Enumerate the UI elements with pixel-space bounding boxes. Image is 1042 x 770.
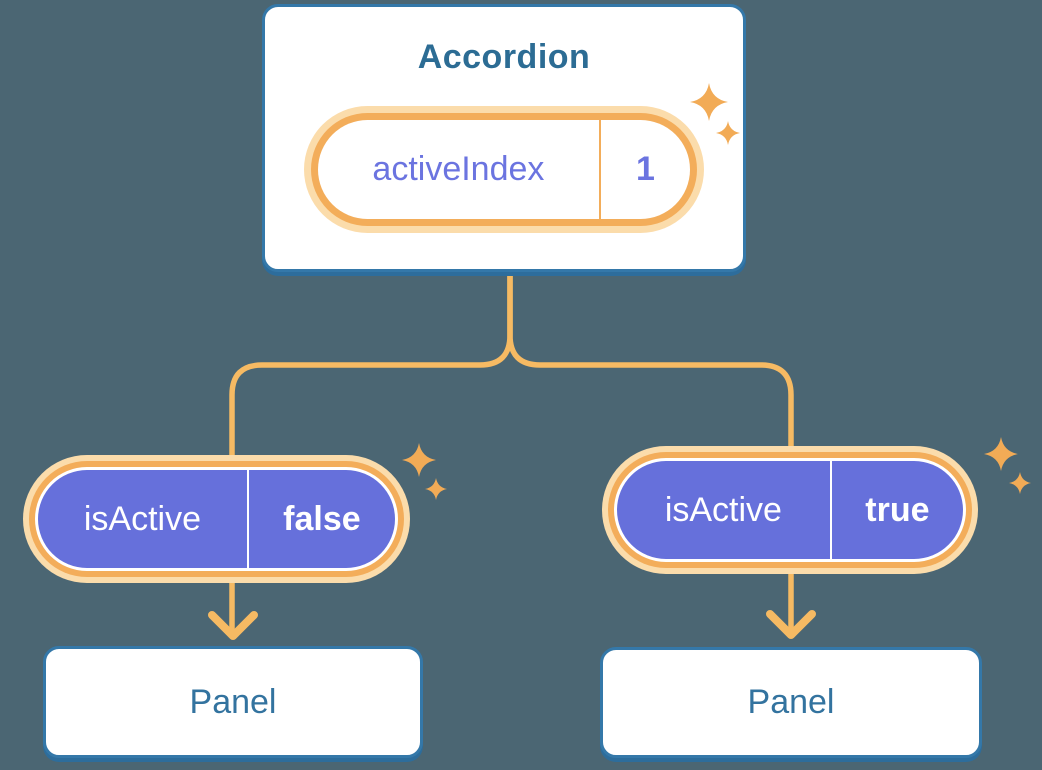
pill-divider [829,461,832,559]
prop-pill-name: isActive [664,490,782,529]
pill-divider [246,470,249,568]
arrow-down-right-icon [766,610,816,639]
state-pill-name: activeIndex [372,150,545,188]
prop-pill-name: isActive [83,499,201,538]
state-pill: activeIndex 1 [304,106,704,233]
connector-left-branch [229,268,513,632]
pill-divider [598,120,601,219]
prop-pill-isactive-false: isActive false [23,455,410,583]
prop-pill-isactive-true: isActive true [602,446,978,574]
panel-title: Panel [747,683,835,721]
panel-box-left: Panel [43,646,423,758]
state-pill-value: 1 [635,150,655,188]
panel-box-right: Panel [600,647,982,758]
prop-pill-value: true [865,490,930,529]
connector-right-branch [507,268,794,630]
component-title: Accordion [417,38,591,76]
prop-pill-value: false [283,499,361,538]
accordion-component-box: Accordion activeIndex 1 [262,4,746,272]
panel-title: Panel [189,682,277,721]
arrow-down-left-icon [208,611,258,640]
